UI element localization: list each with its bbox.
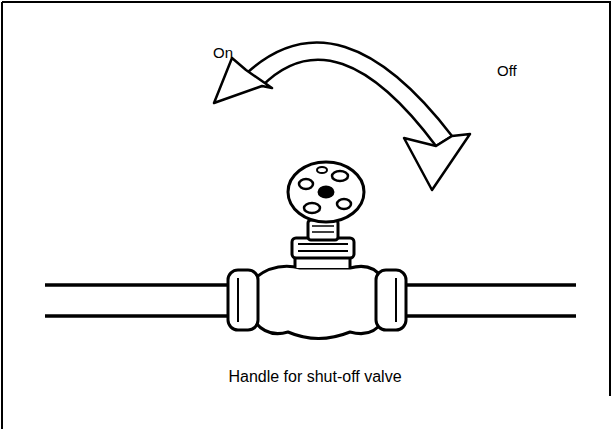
off-label: Off [497, 62, 517, 79]
valve-body [228, 220, 406, 339]
handwheel [288, 162, 364, 222]
caption: Handle for shut-off valve [228, 368, 401, 386]
on-label: On [213, 44, 233, 61]
